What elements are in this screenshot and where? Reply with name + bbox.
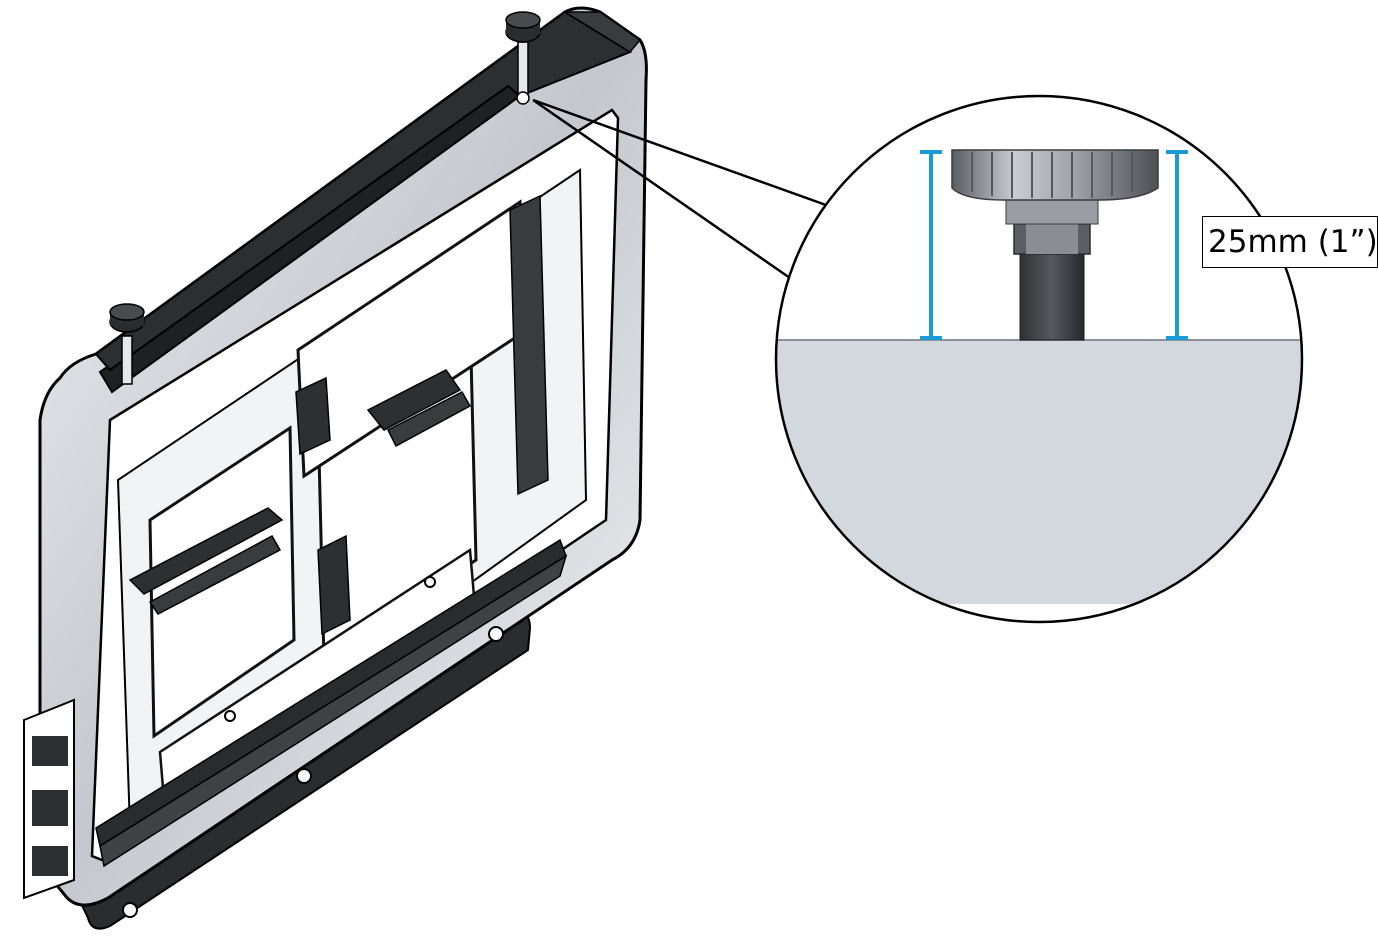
- thumb-knob: [951, 149, 1159, 201]
- detail-callout: [774, 94, 1304, 624]
- mounting-bracket: [23, 6, 648, 930]
- dimension-line-right: [1166, 150, 1188, 340]
- detail-circle-outline: [774, 94, 1304, 624]
- dimension-line-left: [920, 150, 942, 340]
- callout-leader: [532, 98, 827, 280]
- screw-post: [1019, 245, 1085, 341]
- dimension-label: 25mm (1”): [1202, 216, 1378, 268]
- mounting-surface: [776, 340, 1302, 610]
- thumb-screw-right: [505, 11, 541, 105]
- thumb-screw-left: [109, 303, 145, 385]
